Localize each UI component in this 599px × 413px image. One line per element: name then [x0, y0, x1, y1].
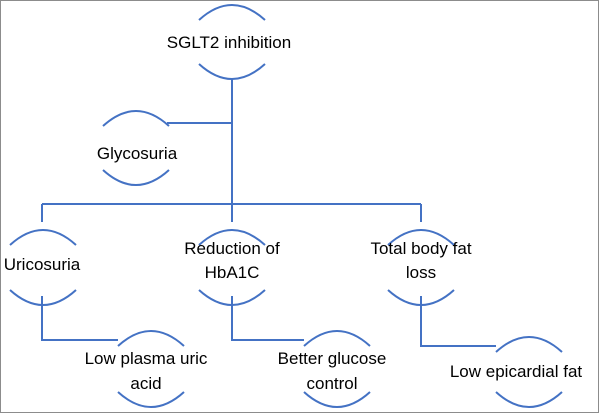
hba1c-to-glucose-line — [231, 296, 304, 341]
uricosuria-to-uric-acid-line — [41, 296, 118, 341]
node-label-glucose-line1: Better glucose — [278, 349, 387, 368]
node-label-uric-acid-line1: Low plasma uric — [85, 349, 208, 368]
node-label-fat-loss-line2: loss — [406, 263, 436, 282]
node-fat-loss: Total body fat loss — [370, 229, 472, 306]
node-top-arc — [102, 110, 170, 127]
node-label-sglt2: SGLT2 inhibition — [167, 33, 291, 52]
node-top-arc — [198, 229, 266, 246]
node-label-glucose-line2: control — [306, 374, 357, 393]
node-top-arc — [9, 229, 77, 246]
node-glycosuria: Glycosuria — [97, 110, 178, 186]
fat-loss-to-epicardial-line — [420, 296, 496, 347]
node-label-uric-acid-line2: acid — [130, 374, 161, 393]
node-bottom-arc — [303, 391, 371, 408]
node-top-arc — [117, 330, 185, 347]
node-label-glycosuria: Glycosuria — [97, 144, 178, 163]
node-glucose: Better glucose control — [278, 330, 387, 408]
node-uric-acid: Low plasma uric acid — [85, 330, 208, 408]
node-bottom-arc — [9, 289, 77, 306]
node-label-hba1c-line2: HbA1C — [205, 263, 260, 282]
node-bottom-arc — [387, 289, 455, 306]
node-bottom-arc — [117, 391, 185, 408]
node-bottom-arc — [198, 63, 266, 80]
node-bottom-arc — [198, 289, 266, 306]
connector-lines — [41, 78, 496, 347]
node-epicardial: Low epicardial fat — [450, 336, 583, 408]
node-label-hba1c-line1: Reduction of — [184, 239, 280, 258]
node-bottom-arc — [102, 169, 170, 186]
node-top-arc — [387, 229, 455, 246]
node-label-uricosuria: Uricosuria — [4, 255, 81, 274]
node-top-arc — [198, 4, 266, 21]
node-bottom-arc — [495, 391, 563, 408]
node-uricosuria: Uricosuria — [4, 229, 81, 306]
node-top-arc — [495, 336, 563, 353]
node-label-fat-loss-line1: Total body fat — [370, 239, 471, 258]
node-hba1c: Reduction of HbA1C — [184, 229, 280, 306]
node-top-arc — [303, 330, 371, 347]
node-sglt2: SGLT2 inhibition — [167, 4, 291, 80]
node-label-epicardial: Low epicardial fat — [450, 362, 583, 381]
